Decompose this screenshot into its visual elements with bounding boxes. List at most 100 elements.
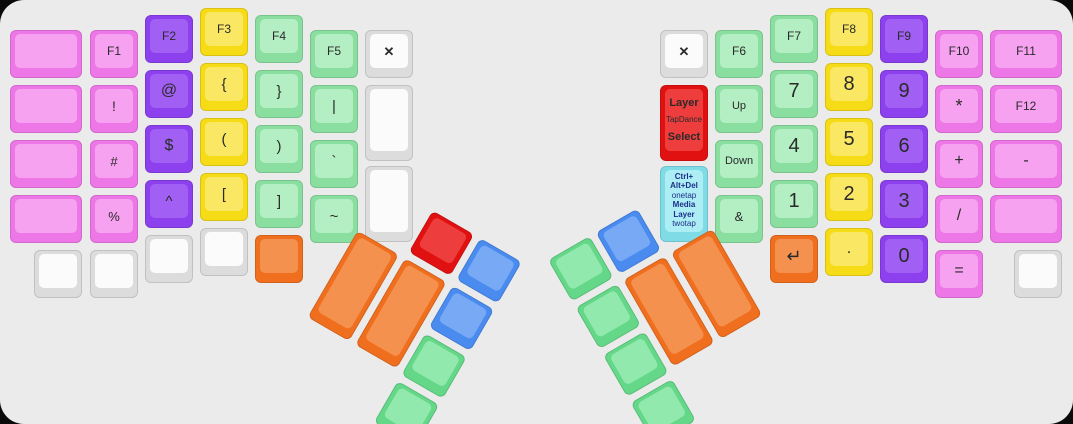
key-blank[interactable] (10, 140, 82, 188)
keycap-top (39, 254, 77, 288)
keycap-top: 9 (885, 74, 923, 108)
key-1[interactable]: 1 (770, 180, 818, 228)
key-blank[interactable] (365, 85, 413, 161)
key-up[interactable]: Up (715, 85, 763, 133)
keycap-top (465, 243, 516, 293)
keycap-top: & (720, 199, 758, 233)
key-bracket-open[interactable]: [ (200, 173, 248, 221)
key-label: { (221, 75, 227, 93)
key-3[interactable]: 3 (880, 180, 928, 228)
key-enter[interactable]: ↵ (770, 235, 818, 283)
key-9[interactable]: 9 (880, 70, 928, 118)
keycap-top (260, 239, 298, 273)
key-f12[interactable]: F12 (990, 85, 1062, 133)
key-bracket-close[interactable]: ] (255, 180, 303, 228)
keycap-top: ~ (315, 199, 353, 233)
key-dollar[interactable]: $ (145, 125, 193, 173)
keycap-top: F5 (315, 34, 353, 68)
keycap-top: / (940, 199, 978, 233)
key-ampersand[interactable]: & (715, 195, 763, 243)
keycap-top: 2 (830, 177, 868, 211)
key-label-line: Media (672, 200, 696, 210)
key-blank[interactable] (10, 195, 82, 243)
key-label: 1 (788, 190, 800, 212)
key-blank[interactable] (34, 250, 82, 298)
keycap-top (609, 337, 660, 386)
key-blank[interactable] (200, 228, 248, 276)
keycap-top: 7 (775, 74, 813, 108)
key-blank[interactable] (10, 85, 82, 133)
key-period[interactable]: . (825, 228, 873, 276)
key-label: F3 (216, 22, 231, 36)
keycap-top: # (95, 144, 133, 178)
key-label: ( (221, 130, 227, 148)
key-label: & (734, 208, 744, 224)
keycap-top: } (260, 74, 298, 108)
key-percent[interactable]: % (90, 195, 138, 243)
keycap-top: 3 (885, 184, 923, 218)
key-paren-open[interactable]: ( (200, 118, 248, 166)
key-5[interactable]: 5 (825, 118, 873, 166)
keycap-top: F8 (830, 12, 868, 46)
key-f5[interactable]: F5 (310, 30, 358, 78)
key-cancel-left[interactable]: ✕ (365, 30, 413, 78)
key-0[interactable]: 0 (880, 235, 928, 283)
key-blank[interactable] (145, 235, 193, 283)
key-hash[interactable]: # (90, 140, 138, 188)
key-slash[interactable]: / (935, 195, 983, 243)
key-backtick[interactable]: ` (310, 140, 358, 188)
key-6[interactable]: 6 (880, 125, 928, 173)
key-tilde[interactable]: ~ (310, 195, 358, 243)
key-brace-open[interactable]: { (200, 63, 248, 111)
key-label: $ (164, 137, 174, 154)
key-2[interactable]: 2 (825, 173, 873, 221)
keycap-top: ] (260, 184, 298, 218)
key-f10[interactable]: F10 (935, 30, 983, 78)
keycap-top (95, 254, 133, 288)
key-blank[interactable] (990, 195, 1062, 243)
key-label: F7 (786, 29, 801, 43)
key-f6[interactable]: F6 (715, 30, 763, 78)
key-f11[interactable]: F11 (990, 30, 1062, 78)
key-blank[interactable] (1014, 250, 1062, 298)
key-equals[interactable]: = (935, 250, 983, 298)
keycap-top (15, 199, 77, 233)
keycap-top: { (205, 67, 243, 101)
key-4[interactable]: 4 (770, 125, 818, 173)
key-blank[interactable] (10, 30, 82, 78)
key-brace-close[interactable]: } (255, 70, 303, 118)
key-down[interactable]: Down (715, 140, 763, 188)
key-f8[interactable]: F8 (825, 8, 873, 56)
key-cancel-right[interactable]: ✕ (660, 30, 708, 78)
keycap-top (370, 89, 408, 151)
key-7[interactable]: 7 (770, 70, 818, 118)
keycap-top: 0 (885, 239, 923, 273)
keycap-top (370, 170, 408, 232)
key-f1[interactable]: F1 (90, 30, 138, 78)
key-blank[interactable] (90, 250, 138, 298)
keycap-top (601, 214, 652, 263)
key-f7[interactable]: F7 (770, 15, 818, 63)
key-8[interactable]: 8 (825, 63, 873, 111)
key-minus[interactable]: - (990, 140, 1062, 188)
key-asterisk[interactable]: * (935, 85, 983, 133)
key-plus[interactable]: + (935, 140, 983, 188)
key-pipe[interactable]: | (310, 85, 358, 133)
key-at[interactable]: @ (145, 70, 193, 118)
key-paren-close[interactable]: ) (255, 125, 303, 173)
key-exclamation[interactable]: ! (90, 85, 138, 133)
key-label: @ (160, 82, 178, 99)
keycap-top: ( (205, 122, 243, 156)
key-f2[interactable]: F2 (145, 15, 193, 63)
key-caret[interactable]: ^ (145, 180, 193, 228)
key-label-line: TapDance (665, 114, 703, 124)
key-f9[interactable]: F9 (880, 15, 928, 63)
key-blank[interactable] (365, 166, 413, 242)
key-blank[interactable] (255, 235, 303, 283)
key-f3[interactable]: F3 (200, 8, 248, 56)
keycap-top (417, 216, 468, 265)
key-f4[interactable]: F4 (255, 15, 303, 63)
